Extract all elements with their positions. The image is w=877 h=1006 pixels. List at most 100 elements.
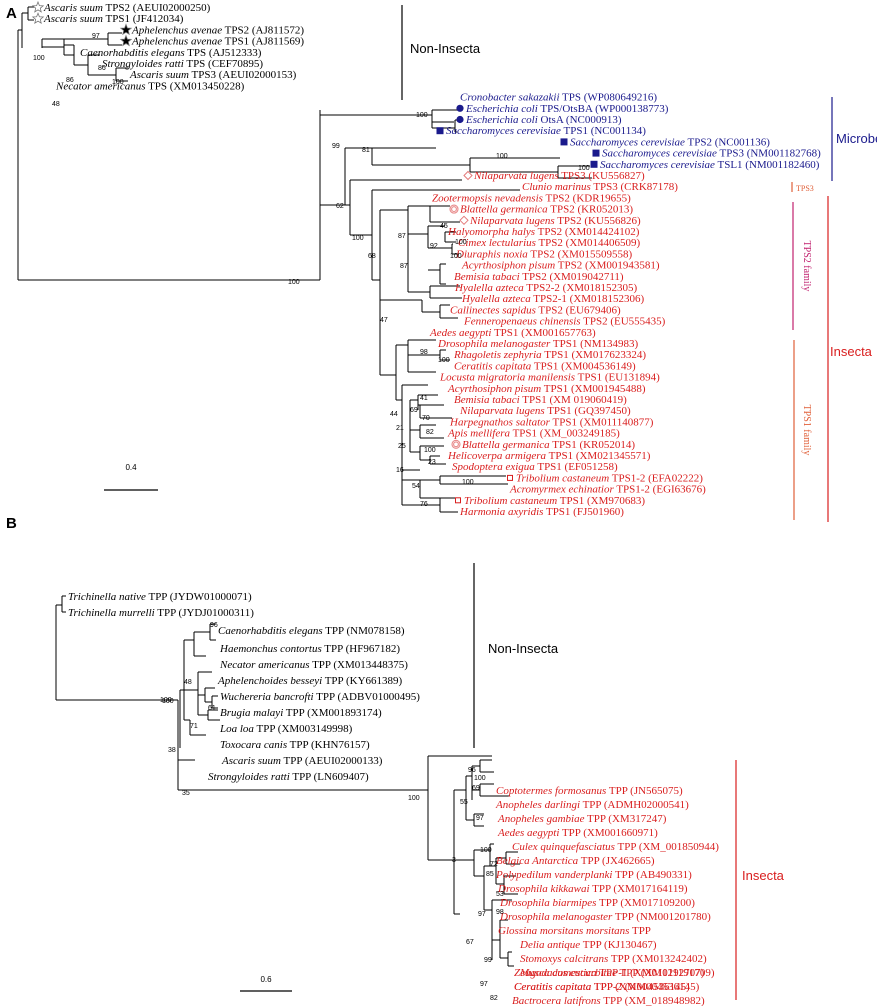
taxon-species: Aphelenchus avenae (131, 24, 222, 36)
taxon-species: Glossina morsitans morsitans (498, 925, 629, 937)
taxon-species: Nilaparvata lugens (469, 215, 555, 227)
taxon-accession: TPS1 (EU131894) (575, 372, 660, 384)
taxon-species: Delia antique (519, 939, 580, 951)
taxon-species: Haemonchus contortus (219, 643, 322, 655)
target-icon (451, 439, 461, 449)
taxon-label: Nilaparvata lugens TPS2 (KU556826) (469, 215, 641, 227)
taxon-accession: TPS1 (XM_003249185) (510, 428, 620, 440)
bootstrap-value: 98 (420, 349, 428, 356)
bootstrap-value: 100 (288, 279, 300, 286)
taxon-accession: TPS2 (EU555435) (581, 316, 666, 328)
taxon-accession: TPS1 (XM001945488) (541, 383, 646, 395)
taxon-species: Saccharomyces cerevisiae (570, 136, 685, 148)
taxon-species: Bemisia tabaci (454, 271, 520, 283)
taxon-species: Locusta migratoria manilensis (439, 372, 575, 384)
bootstrap-value: 23 (428, 459, 436, 466)
taxon-label: Anopheles gambiae TPP (XM317247) (497, 813, 667, 825)
taxon-accession: TPP (ADMH02000541) (580, 799, 689, 811)
taxon-species: Strongyloides ratti (208, 771, 290, 783)
taxon-label: Cronobacter sakazakii TPS (WP080649216) (460, 92, 657, 104)
tree-a-branches (17, 6, 592, 513)
taxon-species: Ascaris suum (129, 69, 189, 81)
taxon-species: Strongyloides ratti (102, 58, 184, 70)
taxon-accession: TPS (XM013450228) (146, 80, 245, 92)
taxon-accession: TSL1 (NM001182460) (715, 159, 820, 171)
bootstrap-value: 69 (472, 785, 480, 792)
taxon-label: Stomoxys calcitrans TPP (XM013242402) (520, 953, 707, 965)
taxon-accession: TPS1 (NC001134) (561, 125, 646, 137)
bootstrap-value: 99 (484, 957, 492, 964)
taxon-species: Anopheles gambiae (497, 813, 585, 825)
taxon-label: Caenorhabditis elegans TPS (AJ512333) (80, 47, 262, 59)
taxon-accession: TPP (XM317247) (584, 813, 666, 825)
bootstrap-value: 61 (208, 705, 216, 712)
taxon-label: Glossina morsitans morsitans TPP (498, 925, 651, 937)
circle-icon (456, 104, 464, 112)
taxon-species: Trichinella murrelli (68, 607, 155, 619)
taxon-accession: TPS1 (XM001657763) (491, 327, 596, 339)
taxon-species: Caenorhabditis elegans (218, 625, 323, 637)
taxon-accession: TPP (JN565075) (606, 785, 683, 797)
taxon-accession: TPP (XM013448375) (310, 659, 409, 671)
taxon-label: Coptotermes formosanus TPP (JN565075) (496, 785, 683, 797)
taxon-label: Toxocara canis TPP (KHN76157) (220, 739, 370, 751)
taxon-accession: TPP (XM017109200) (596, 897, 695, 909)
taxon-accession: TPS2 (XM015509558) (528, 248, 633, 260)
taxon-label: Haemonchus contortus TPP (HF967182) (219, 643, 400, 655)
star-icon (119, 34, 133, 47)
bootstrap-value: 100 (450, 253, 462, 260)
taxon-accession: TPS1 (NM134983) (550, 338, 638, 350)
taxon-species: Necator americanus (219, 659, 310, 671)
taxon-accession: TPP (XM_018948982) (601, 995, 705, 1006)
taxon-accession: TPP (KY661389) (322, 675, 402, 687)
group-label-tps1-family: TPS1 family (801, 405, 812, 456)
target-icon (449, 204, 459, 214)
taxon-label: Aphelenchus avenae TPS2 (AJ811572) (131, 24, 304, 36)
taxon-label: Nilaparvata lugens TPS1 (GQ397450) (459, 405, 631, 417)
group-label-noninsecta-b: Non-Insecta (488, 641, 559, 656)
taxon-accession: TPS3 (CRK87178) (591, 181, 679, 193)
square-icon (436, 127, 444, 135)
taxon-species: Escherichia coli (465, 114, 538, 126)
taxon-species: Callinectes sapidus (450, 304, 536, 316)
taxon-species: Acromyrmex echinatior (509, 484, 614, 496)
taxon-accession: TPS2-1 (XM018152306) (531, 293, 645, 305)
taxon-label: Necator americanus TPP (XM013448375) (219, 659, 408, 671)
taxon-accession: TPP-1 (XM011292707) (597, 967, 705, 979)
taxon-species: Spodoptera exigua (452, 461, 535, 473)
taxon-label: Hyalella azteca TPS2-2 (XM018152305) (454, 282, 638, 294)
taxon-label: Nilaparvata lugens TPS3 (KU556827) (473, 170, 645, 182)
taxon-label: Escherichia coli OtsA (NC000913) (465, 114, 622, 126)
taxon-species: Trichinella native (68, 591, 146, 603)
bootstrap-value: 97 (476, 815, 484, 822)
bootstrap-value: 71 (190, 723, 198, 730)
taxon-species: Coptotermes formosanus (496, 785, 606, 797)
taxon-species: Acyrthosiphon pisum (461, 260, 555, 272)
taxon-species: Saccharomyces cerevisiae (600, 159, 715, 171)
taxon-label: Saccharomyces cerevisiae TPS3 (NM0011827… (602, 148, 821, 160)
taxon-accession: TPP (AEUI02000133) (281, 755, 383, 767)
bootstrap-value: 67 (466, 939, 474, 946)
taxon-species: Wuchereria bancrofti (220, 691, 314, 703)
bootstrap-value: 41 (420, 395, 428, 402)
taxon-accession: TPP (JX462665) (578, 855, 655, 867)
taxon-accession: TPS2 (AEUI02000250) (103, 2, 211, 14)
taxon-accession: TPS2 (XM014424102) (535, 226, 640, 238)
taxon-accession: TPS2 (EU679406) (536, 304, 621, 316)
bootstrap-value: 48 (52, 101, 60, 108)
bootstrap-value: 86 (66, 77, 74, 84)
taxon-accession: TPP (JYDW01000071) (146, 591, 252, 603)
bootstrap-value: 68 (368, 253, 376, 260)
taxon-label: Tribolium castaneum TPS1-2 (EFA02222) (516, 472, 703, 484)
bootstrap-value: 100 (455, 239, 467, 246)
group-label-insecta-a: Insecta (830, 344, 873, 359)
bootstrap-value: 81 (362, 147, 370, 154)
taxon-label: Polypedilum vanderplanki TPP (AB490331) (495, 869, 692, 881)
taxon-label: Diuraphis noxia TPS2 (XM015509558) (455, 248, 632, 260)
taxon-accession: TPP (HF967182) (322, 643, 401, 655)
taxon-accession: OtsA (NC000913) (538, 114, 622, 126)
bootstrap-value: 100 (438, 357, 450, 364)
taxon-accession: TPS2 (KDR19655) (543, 192, 631, 204)
square-icon (592, 149, 600, 157)
